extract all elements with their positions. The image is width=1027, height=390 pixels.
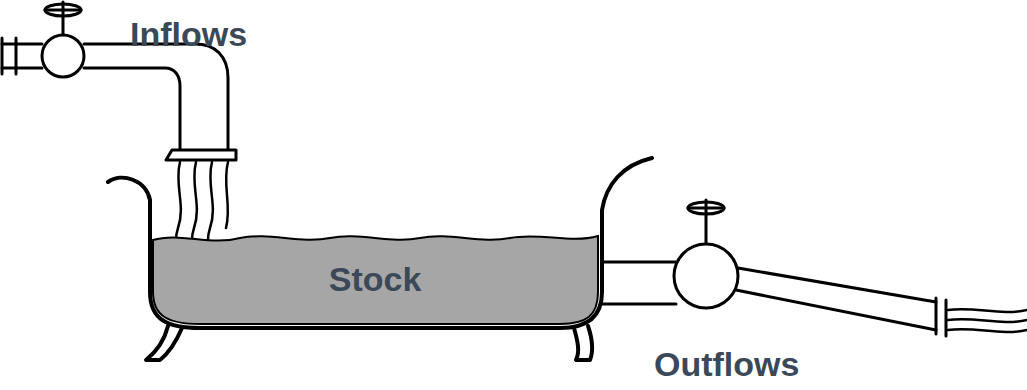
water-fill [153,236,598,324]
stock-area: Stock [250,240,500,320]
stock-label: Stock [329,261,422,298]
tub-foot [146,326,182,360]
flow-label: Inflows [130,16,247,53]
faucet-pipe [84,68,180,150]
faucet-spout [166,150,236,160]
valve-body [674,244,738,308]
faucet-pipe [84,44,228,150]
drain-pipe [736,290,936,330]
bathtub [108,158,652,328]
flow-label: Outflows [654,346,799,383]
valve-body [42,35,84,77]
tub-foot [574,326,592,360]
